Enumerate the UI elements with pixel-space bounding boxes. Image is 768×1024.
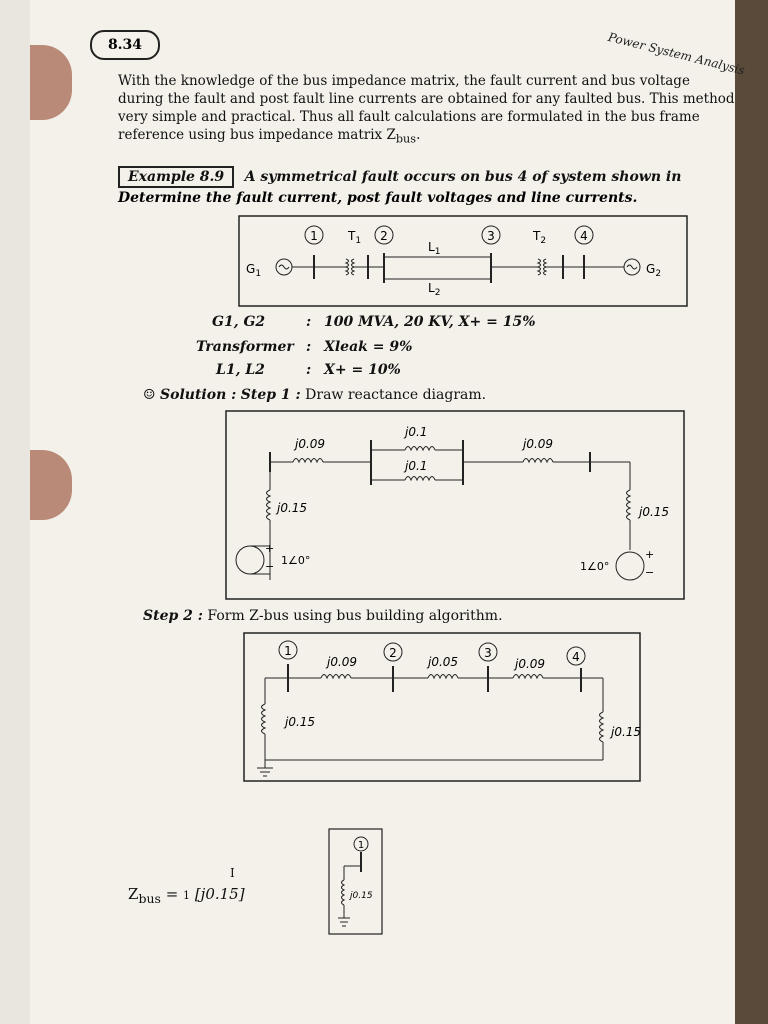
step2-label: Step 2 : (143, 608, 203, 624)
zbus-bus-1: 1 (284, 644, 292, 658)
source1-label: 1∠0° (281, 554, 310, 567)
spec-sep-lines: : (306, 362, 312, 378)
reactance-diagram: j0.09 j0.1 j0.1 j0.09 j0.15 + − 1∠0° j0.… (225, 410, 685, 600)
spec-value-lines: X+ = 10% (324, 362, 401, 378)
spec-value-transformer: Xleak = 9% (324, 339, 413, 355)
small-diagram: 1 j0.15 (328, 828, 383, 935)
spec-name-lines: L1, L2 (216, 362, 265, 378)
zbus-value: [j0.15] (194, 885, 245, 903)
source2-label: 1∠0° (580, 560, 609, 573)
step2-text: Form Z-bus using bus building algorithm. (207, 608, 503, 624)
solution-step1: ☺ Solution : Step 1 : Draw reactance dia… (143, 387, 486, 403)
example-heading: Example 8.9 A symmetrical fault occurs o… (118, 166, 738, 188)
zbus-bus-2: 2 (389, 646, 397, 660)
g2-label: G2 (646, 262, 661, 279)
step1-label: Step 1 : (240, 387, 301, 403)
spec-sep-gen: : (306, 314, 312, 330)
l1-label: L1 (428, 240, 440, 257)
zbus-result: Zbus = 1 [j0.15] (128, 885, 245, 906)
step2: Step 2 : Form Z-bus using bus building a… (143, 608, 503, 624)
x-t1-label: j0.09 (293, 437, 325, 451)
zbus-row-label: 1 (183, 889, 191, 902)
source1-minus: − (265, 560, 274, 573)
system-diagram: 1 2 3 4 T1 T2 G1 L1 L2 G2 (238, 215, 688, 307)
bus-label-1: 1 (310, 229, 318, 243)
x23-label: j0.05 (426, 655, 458, 669)
zbus-diagram: 1 2 3 4 j0.09 j0.05 j0.09 j0.15 j0.15 (243, 632, 641, 782)
intro-line-1: With the knowledge of the bus impedance … (118, 73, 690, 89)
page-number: 8.34 (90, 30, 160, 60)
source1-plus: + (265, 542, 274, 555)
zbus-sub: bus (138, 891, 161, 906)
zbus-bus-4: 4 (572, 650, 580, 664)
x-l1-label: j0.1 (403, 425, 427, 439)
example-question-1: A symmetrical fault occurs on bus 4 of s… (244, 169, 682, 185)
source2-minus: − (645, 566, 654, 579)
source2-plus: + (645, 548, 654, 561)
step1-text: Draw reactance diagram. (305, 387, 487, 403)
smile-icon: ☺ (143, 387, 156, 403)
l2-label: L2 (428, 281, 440, 298)
small-bus-label: 1 (358, 840, 364, 851)
spec-name-gen: G1, G2 (212, 314, 266, 330)
thumb-bottom (30, 450, 72, 520)
x12-label: j0.09 (325, 655, 357, 669)
zbus-eq: = (165, 885, 179, 903)
g1-label: G1 (246, 262, 261, 279)
intro-line-4: reference using bus impedance matrix Zbu… (118, 127, 421, 146)
x34-label: j0.09 (513, 657, 545, 671)
intro-line-3: very simple and practical. Thus all faul… (118, 109, 700, 125)
thumb-top (30, 45, 72, 120)
x-t2-label: j0.09 (521, 437, 553, 451)
intro-line-2: during the fault and post fault line cur… (118, 91, 735, 107)
t2-label: T2 (532, 229, 546, 246)
bus-label-4: 4 (580, 229, 588, 243)
x-g1-label: j0.15 (275, 501, 307, 515)
zbus-bus-3: 3 (484, 646, 492, 660)
row-tick: I (230, 866, 235, 880)
x-g2-label: j0.15 (637, 505, 669, 519)
intro-paragraph: With the knowledge of the bus impedance … (118, 72, 735, 149)
zbus-symbol: Z (128, 885, 139, 903)
example-label: Example 8.9 (118, 166, 235, 188)
example-question-2: Determine the fault current, post fault … (118, 190, 638, 206)
bus-label-3: 3 (487, 229, 495, 243)
t1-label: T1 (347, 229, 361, 246)
small-x-label: j0.15 (348, 891, 373, 901)
solution-label: Solution : (160, 387, 237, 403)
spec-name-transformer: Transformer (196, 339, 294, 355)
spec-value-gen: 100 MVA, 20 KV, X+ = 15% (324, 314, 536, 330)
x4g-label: j0.15 (609, 725, 641, 739)
x-l2-label: j0.1 (403, 459, 427, 473)
spec-sep-transformer: : (306, 339, 312, 355)
bus-label-2: 2 (380, 229, 388, 243)
x1g-label: j0.15 (283, 715, 315, 729)
